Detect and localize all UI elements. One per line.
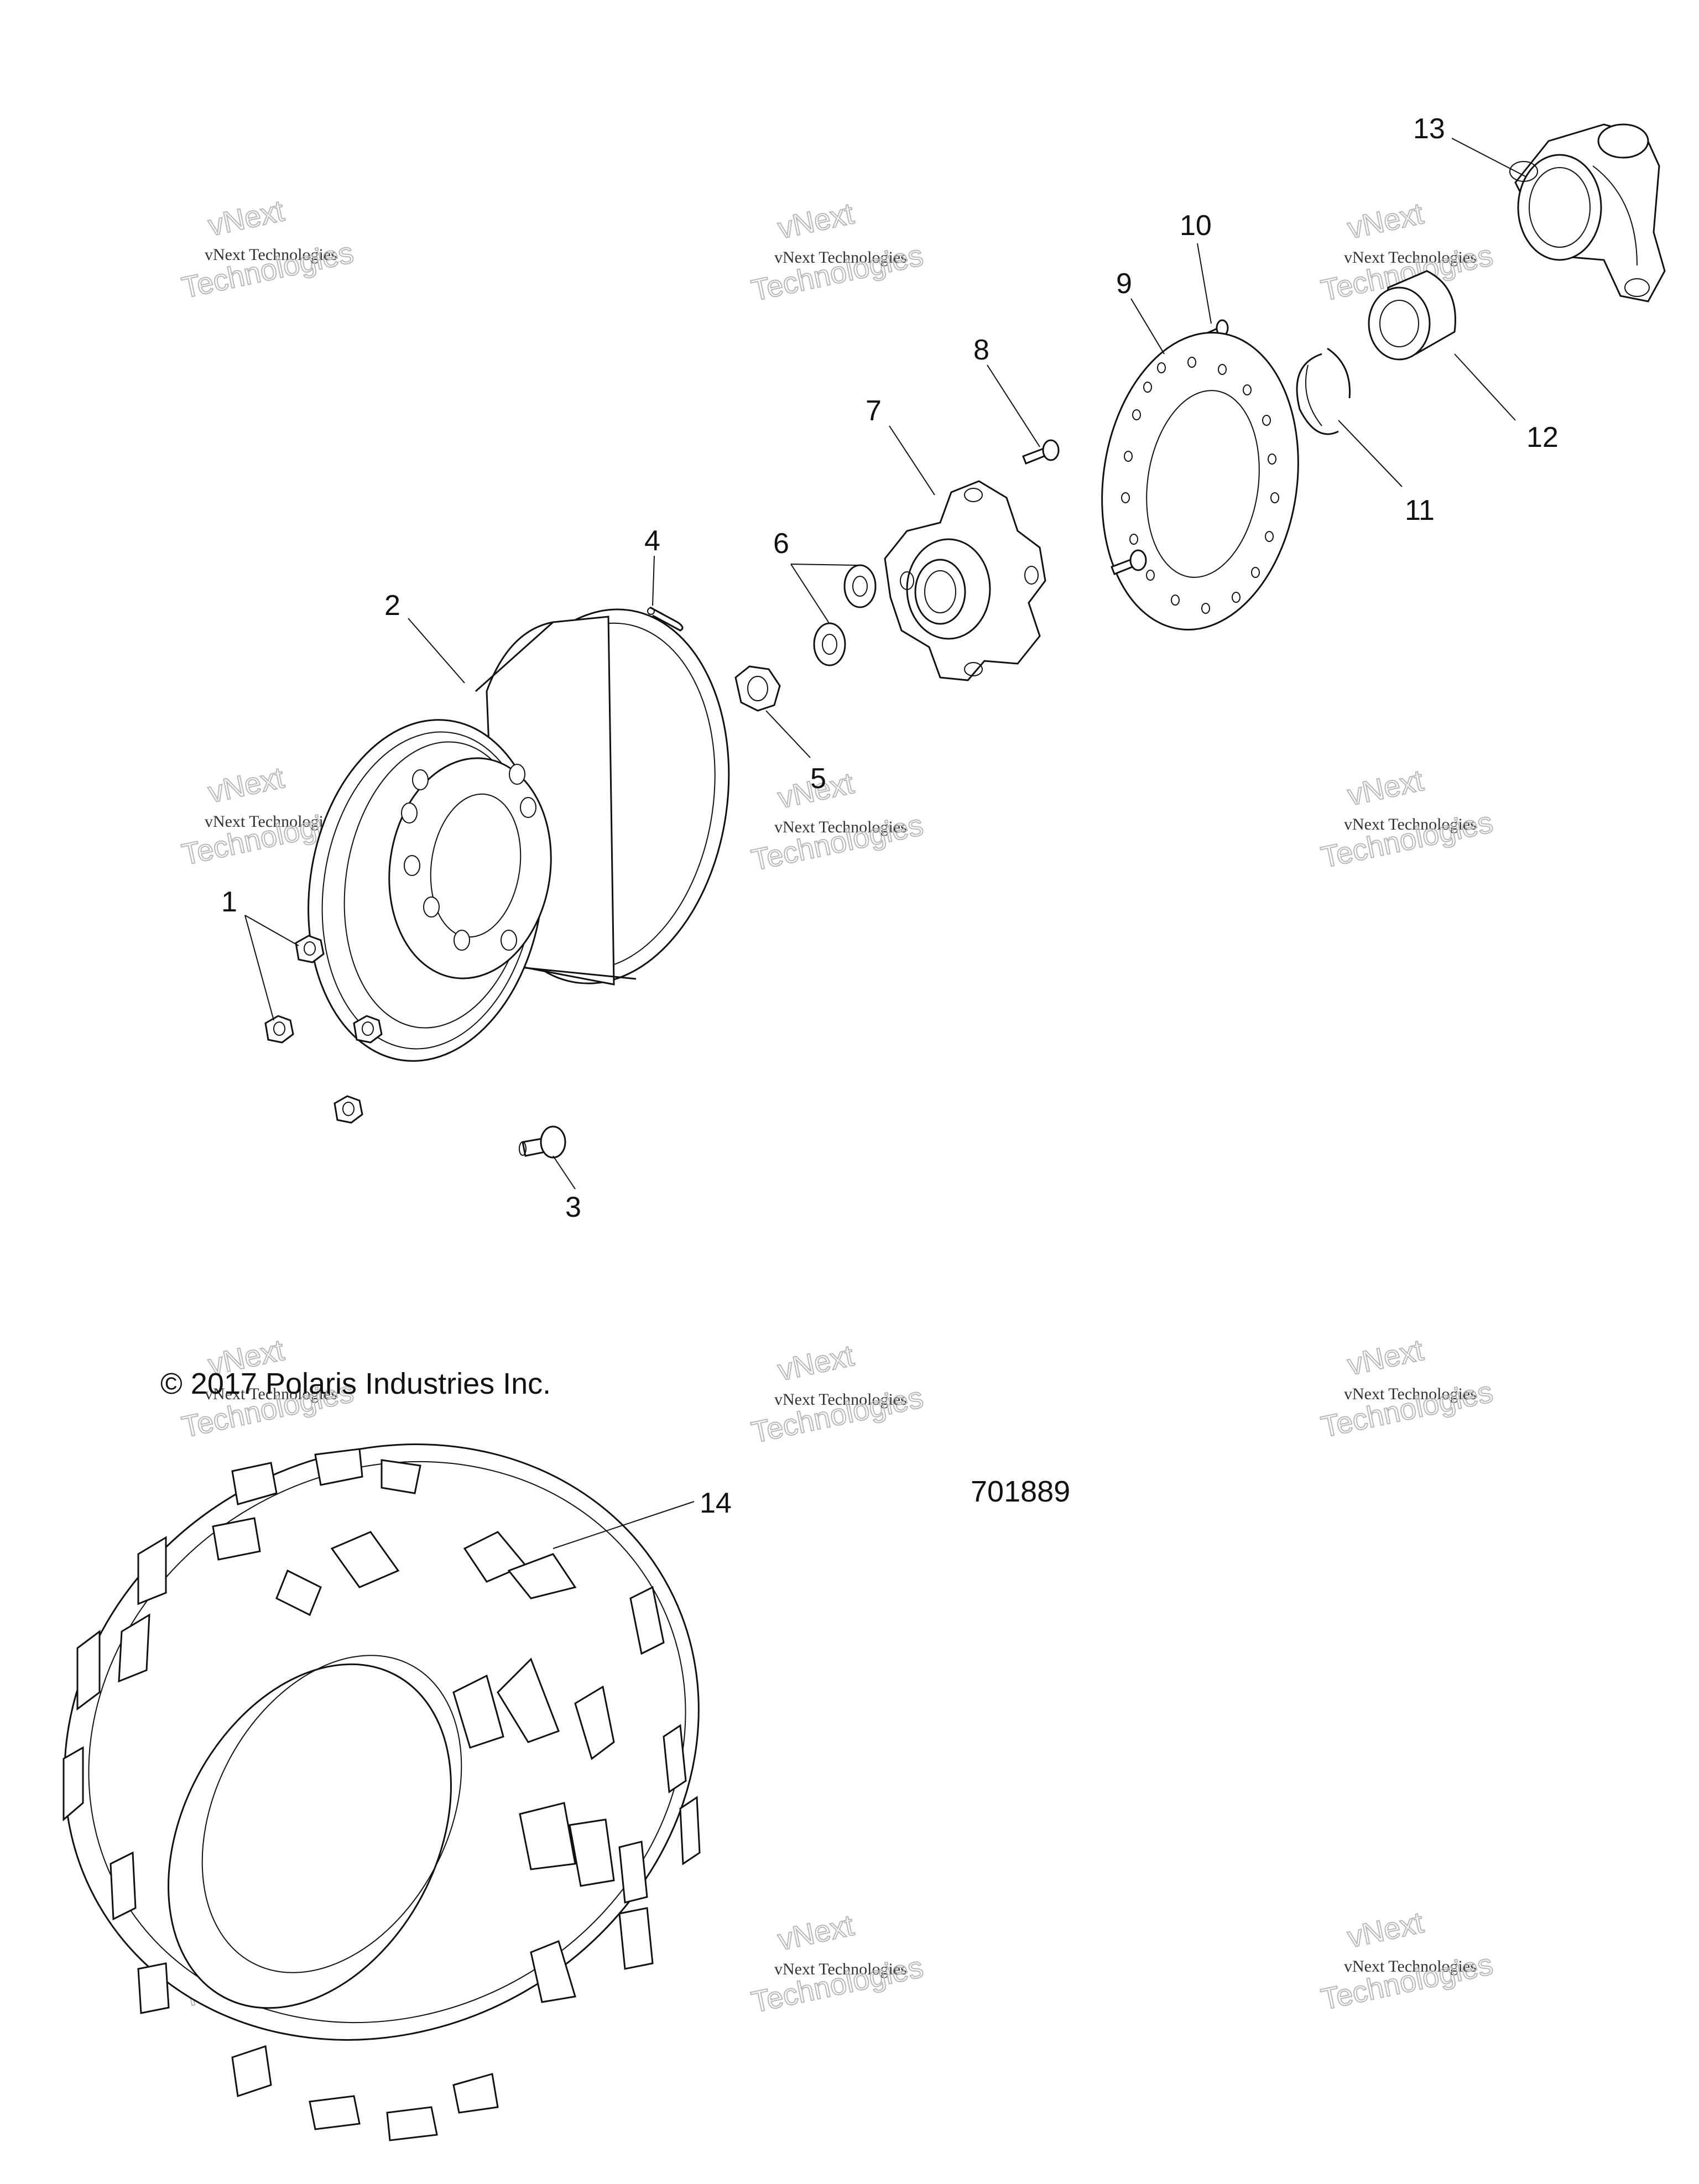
part-4-cotter-pin — [647, 606, 684, 632]
callout-12: 12 — [1526, 421, 1559, 454]
svg-text:vNext: vNext — [775, 1339, 857, 1387]
part-3-valve-stem — [519, 1125, 566, 1159]
part-5-castle-nut — [734, 665, 781, 712]
callout-8: 8 — [973, 334, 989, 366]
watermark: vNext vNext Technologies Technologies — [1318, 1333, 1497, 1445]
svg-text:vNext Technologies: vNext Technologies — [774, 248, 907, 267]
part-13-knuckle — [1509, 123, 1666, 303]
callout-11: 11 — [1405, 494, 1435, 527]
svg-text:vNext: vNext — [775, 197, 857, 245]
callout-1: 1 — [221, 886, 237, 918]
svg-text:vNext: vNext — [205, 194, 287, 242]
part-11-retaining-ring — [1296, 347, 1351, 435]
part-14-tire — [62, 1443, 701, 2141]
svg-text:vNext: vNext — [1344, 1333, 1426, 1382]
leader-lines — [244, 138, 1527, 1549]
part-6-washers — [813, 564, 877, 666]
watermark: vNext vNext Technologies Technologies — [1318, 763, 1497, 875]
callout-13: 13 — [1413, 113, 1445, 145]
svg-text:vNext Technologies: vNext Technologies — [205, 812, 337, 831]
figure-number: 701889 — [971, 1475, 1070, 1508]
tire-tread-lugs — [62, 1448, 701, 2141]
part-8-bolt — [1022, 439, 1060, 465]
part-12-bearing — [1368, 270, 1456, 361]
svg-text:vNext Technologies: vNext Technologies — [205, 246, 337, 264]
part-1-lug-nuts — [264, 935, 383, 1124]
callout-4: 4 — [644, 525, 660, 557]
watermark: vNext vNext Technologies Technologies — [748, 196, 927, 308]
svg-text:vNext: vNext — [1344, 197, 1426, 245]
svg-text:vNext Technologies: vNext Technologies — [1344, 815, 1477, 833]
svg-text:vNext Technologies: vNext Technologies — [1344, 1385, 1477, 1403]
svg-text:vNext: vNext — [1344, 1906, 1426, 1954]
svg-text:vNext Technologies: vNext Technologies — [774, 1960, 907, 1978]
svg-text:vNext: vNext — [1344, 764, 1426, 812]
watermark: vNext vNext Technologies Technologies — [748, 766, 927, 878]
watermark: vNext vNext Technologies Technologies — [1318, 1905, 1497, 2017]
svg-text:vNext Technologies: vNext Technologies — [774, 1390, 907, 1409]
svg-text:vNext: vNext — [775, 1909, 857, 1957]
part-7-hub — [884, 480, 1046, 681]
callout-6: 6 — [773, 528, 789, 560]
svg-text:vNext Technologies: vNext Technologies — [774, 818, 907, 836]
callout-7: 7 — [866, 395, 882, 427]
callout-9: 9 — [1116, 268, 1132, 300]
disc-holes — [1121, 357, 1279, 614]
callout-2: 2 — [384, 590, 400, 622]
rim-lug-holes — [401, 764, 536, 951]
svg-text:vNext Technologies: vNext Technologies — [1344, 248, 1477, 267]
callout-3: 3 — [565, 1191, 581, 1223]
callout-14: 14 — [700, 1487, 732, 1519]
watermark: vNext vNext Technologies Technologies — [748, 1338, 927, 1450]
callout-10: 10 — [1180, 210, 1212, 242]
callout-5: 5 — [810, 763, 826, 795]
watermark: vNext vNext Technologies Technologies — [179, 194, 357, 305]
svg-text:vNext: vNext — [205, 761, 287, 809]
copyright-text: © 2017 Polaris Industries Inc. — [160, 1367, 551, 1400]
watermark: vNext vNext Technologies Technologies — [748, 1908, 927, 2020]
part-2-wheel-rim — [308, 608, 730, 1062]
part-8-bolt-lower — [1111, 549, 1147, 575]
svg-text:vNext Technologies: vNext Technologies — [1344, 1957, 1477, 1975]
part-9-brake-disc — [1101, 332, 1299, 630]
callout-labels: 1 2 3 4 5 6 7 8 9 10 11 12 13 14 — [221, 113, 1559, 1519]
svg-text:vNext Technologies: vNext Technologies — [205, 1385, 337, 1403]
